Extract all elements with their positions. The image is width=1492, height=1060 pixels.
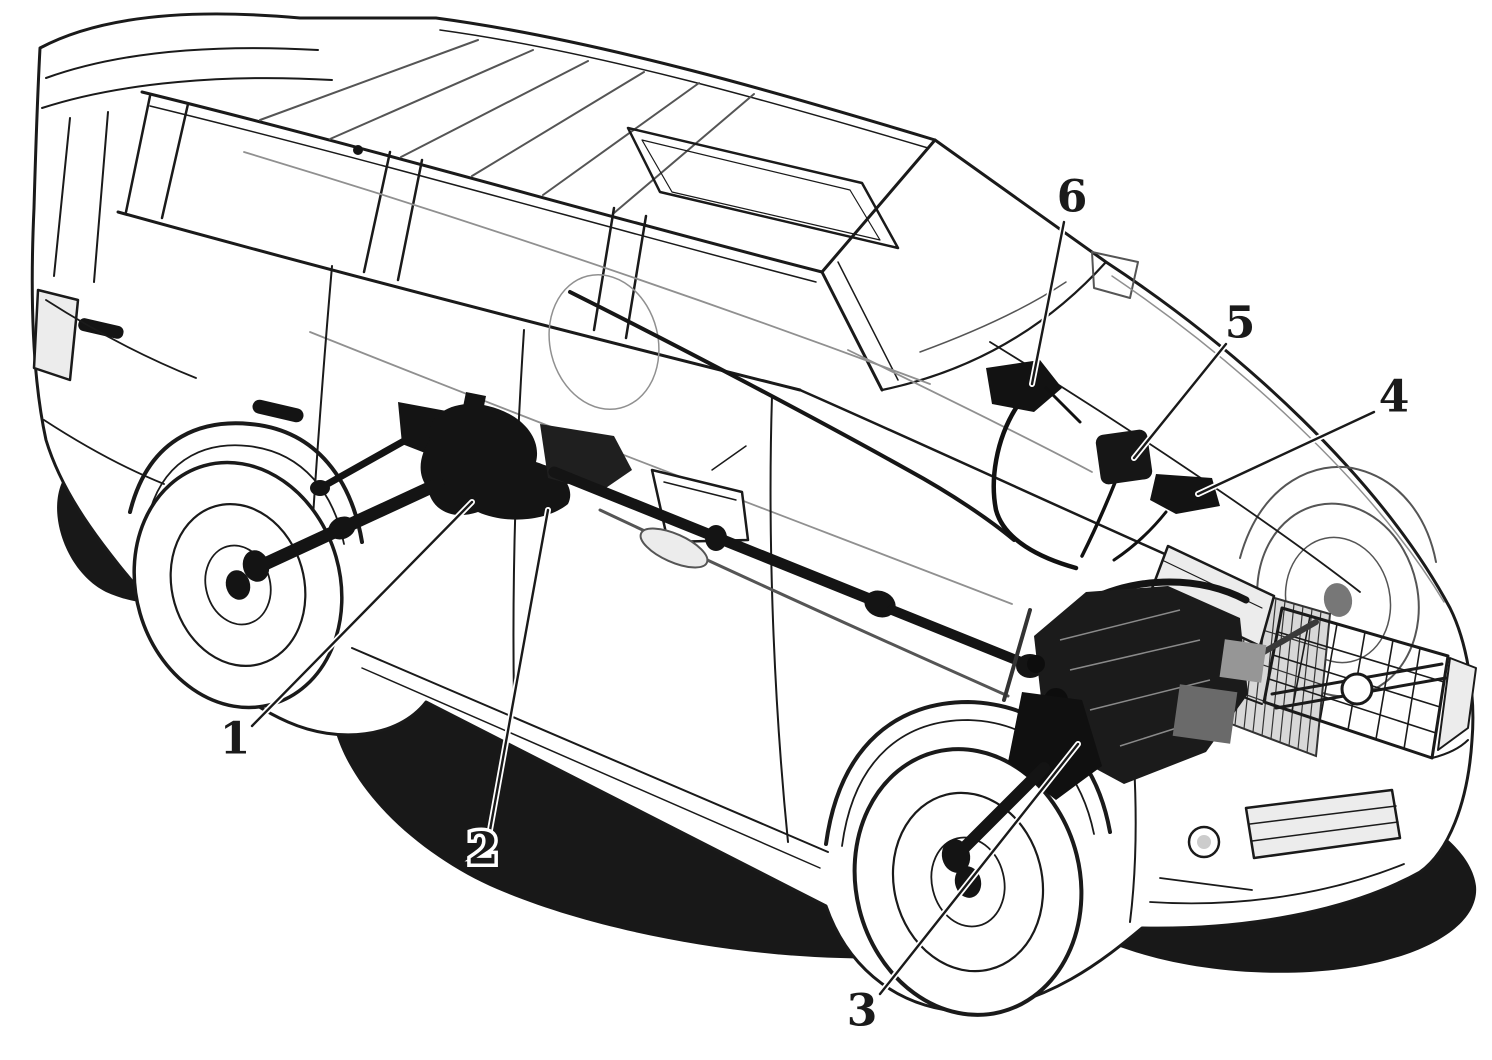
rear-hub <box>225 570 251 600</box>
callout-5: 5 <box>1131 294 1259 461</box>
callout-1-leader <box>250 500 474 728</box>
callout-1-label: 1 <box>220 714 251 765</box>
awd-electronics <box>568 290 1220 571</box>
callout-5-leader <box>1132 342 1228 460</box>
rear-drive-unit <box>242 392 632 582</box>
front-rim-inner <box>930 836 1006 928</box>
taillight <box>32 288 80 382</box>
callout-2-label: 2 <box>468 824 499 875</box>
side-mirror-glass-line <box>663 445 747 501</box>
brand-badge-icon <box>1340 672 1374 706</box>
module-5-cable <box>1080 478 1118 558</box>
strut-line <box>1002 608 1032 702</box>
rear-cv-joint-outer <box>328 516 356 540</box>
callout-3: 3 <box>843 741 1081 1040</box>
rear-spoiler-lines <box>41 47 333 109</box>
callout-6-label: 6 <box>1057 172 1088 223</box>
front-axleshaft <box>954 762 1050 858</box>
callout-3-label: 3 <box>847 986 878 1037</box>
rear-wheel-arch <box>128 421 364 544</box>
dashboard-line <box>847 349 1093 473</box>
callout-4: 4 <box>1195 368 1413 497</box>
callout-2-leader <box>488 508 550 832</box>
module-6-cable <box>991 405 1079 571</box>
sunroof-inner <box>641 139 881 241</box>
rear-bumper-creases <box>43 299 197 485</box>
a-pillar <box>820 270 884 392</box>
far-rear-wheelhouse <box>548 273 660 411</box>
door-handle-rear <box>252 399 304 423</box>
rear-arm-bushing <box>310 480 330 496</box>
drivetrain <box>242 290 1319 873</box>
bumper-intake-slats <box>1249 805 1399 842</box>
control-module-5 <box>1095 429 1153 485</box>
roof-rail-near-inner <box>149 105 817 283</box>
window-pillars <box>124 94 648 340</box>
callout-2: 2 <box>464 507 551 878</box>
fog-light-inner <box>1197 835 1211 849</box>
sunroof <box>626 126 900 250</box>
pulley-small <box>1027 655 1045 673</box>
rear-cv-joint-hub <box>242 550 270 582</box>
control-module-4 <box>1150 474 1220 514</box>
module-4-cable <box>1112 510 1168 562</box>
windshield-top-edge <box>820 138 937 274</box>
a-pillar-inner <box>837 261 899 381</box>
roof-rail-far-inner <box>439 29 929 149</box>
callout-1: 1 <box>216 499 475 768</box>
control-module-6 <box>986 360 1062 412</box>
callout-4-label: 4 <box>1379 372 1410 423</box>
engine-cover-ribs <box>1059 609 1211 747</box>
callout-5-label: 5 <box>1225 298 1256 349</box>
far-front-hub <box>1323 583 1353 617</box>
callout-6-leader <box>1030 220 1066 386</box>
roof-antenna-icon <box>353 145 363 155</box>
engine-bay <box>941 578 1319 873</box>
propeller-shaft <box>548 466 1044 678</box>
module-6-tail <box>1044 386 1082 424</box>
front-rim <box>891 791 1045 973</box>
rear-differential <box>420 403 571 520</box>
callout-4-leader <box>1196 410 1376 496</box>
rear-rim-inner <box>204 544 272 626</box>
beltline <box>116 210 802 392</box>
wiring-harness-long <box>568 290 1016 542</box>
muffler <box>639 527 709 569</box>
rocker-line <box>351 647 829 853</box>
rear-wheel <box>132 460 344 710</box>
battery <box>1172 684 1238 744</box>
propshaft-front-segment <box>887 605 1031 669</box>
door-handle-rear-quarter <box>78 318 124 339</box>
rear-rim <box>169 503 307 667</box>
hood-shoulder-far-inner <box>1111 275 1445 603</box>
callout-6: 6 <box>1029 168 1091 387</box>
rocker-line-lower <box>361 667 821 869</box>
front-cv-joint-hub <box>941 839 971 873</box>
far-front-wheel-arch <box>1239 465 1437 563</box>
callouts: 1 2 3 4 5 6 <box>216 168 1413 1040</box>
cowl-line <box>880 260 1108 392</box>
reservoir <box>1219 639 1267 683</box>
propshaft-center-bearing <box>705 525 727 551</box>
far-mirror <box>1091 251 1139 299</box>
corner-lamp-far <box>1437 657 1477 751</box>
far-beltline <box>243 151 931 385</box>
tailgate-edges <box>53 111 109 283</box>
roof-slats <box>259 39 755 214</box>
rear-wheel-arch-inner <box>147 444 345 545</box>
bumper-lower-lines <box>1149 863 1405 905</box>
roof-rail-near <box>140 90 824 274</box>
callout-3-leader <box>878 742 1080 996</box>
